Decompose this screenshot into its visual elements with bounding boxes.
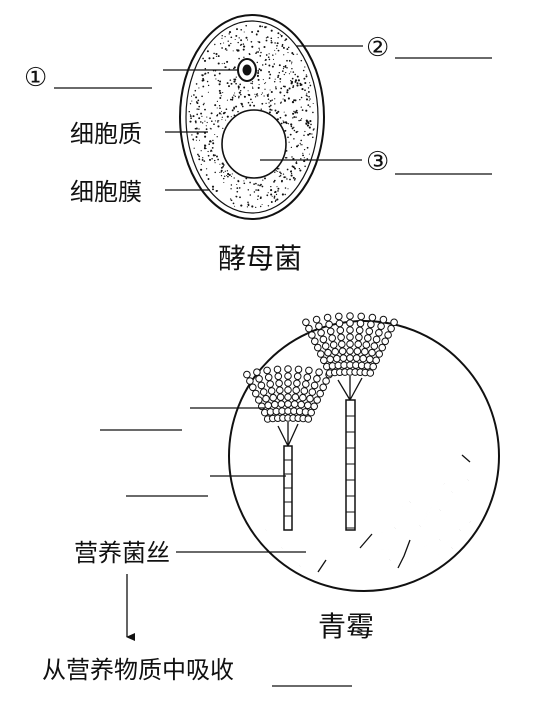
conidia-chains-right [302,312,398,377]
penicillium-view [228,312,500,592]
penicillium-title: 青霉 [318,610,374,643]
conidiophore-right [302,312,398,531]
yeast-cell [179,14,325,220]
absorb-text: 从营养物质中吸收 [42,656,234,684]
yeast-nucleolus [242,64,252,76]
hyphae-network [265,454,471,573]
yeast-vacuole [221,109,287,179]
label-cell-membrane: 细胞膜 [70,178,142,206]
label-nutrient-hyphae: 营养菌丝 [74,539,170,567]
marker-1: ① [24,63,47,93]
label-cytoplasm: 细胞质 [70,120,142,148]
conidia-chains-left [243,365,333,423]
conidiophore-left [243,365,333,531]
yeast-cytoplasm-stipple [188,24,315,209]
marker-2: ② [366,33,389,63]
yeast-title: 酵母菌 [218,242,302,275]
marker-3: ③ [366,147,389,177]
